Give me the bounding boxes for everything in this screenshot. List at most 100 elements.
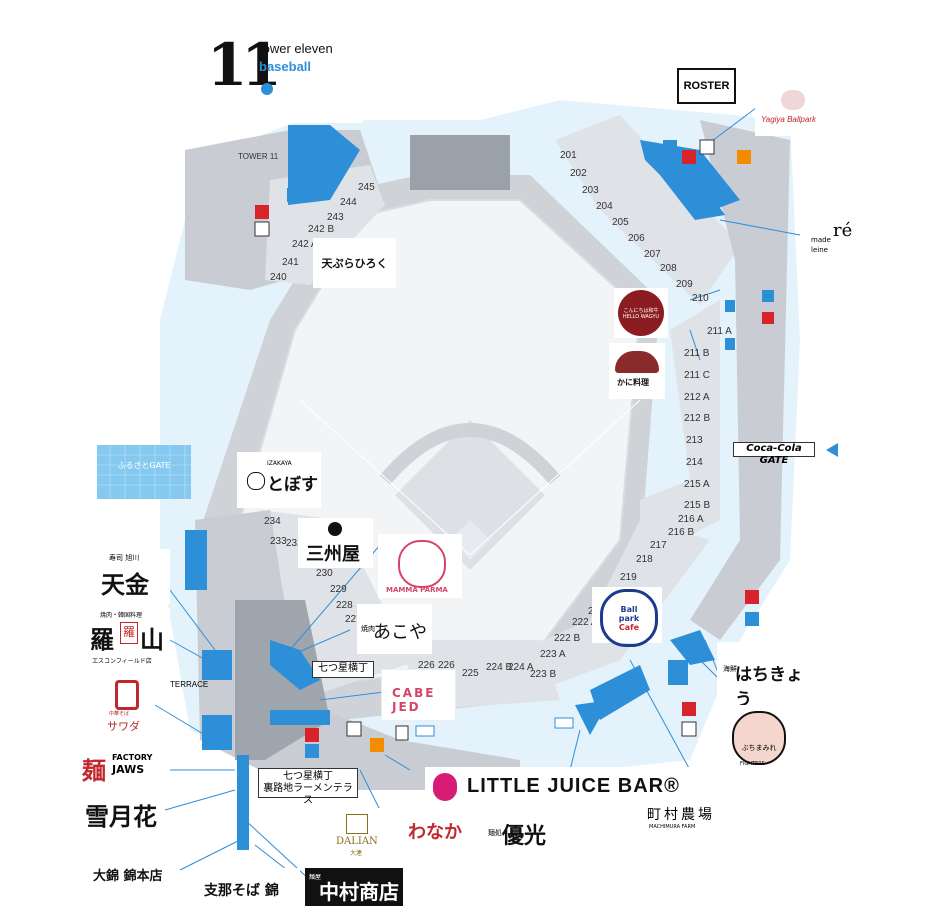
yuko-small: 麺処 xyxy=(488,829,502,837)
razan-left: 羅 xyxy=(90,625,114,654)
razan-center: 羅 xyxy=(120,622,138,644)
section-label: 224 A xyxy=(508,662,534,673)
roster-logo: ROSTER xyxy=(667,58,742,108)
dalian-sub: 大連 xyxy=(350,850,363,857)
ramen-terrace-line1: 七つ星横丁 xyxy=(283,771,333,782)
coca-cola-gate-label: Coca-Cola GATE xyxy=(733,442,815,466)
factory-jaws-logo: 麺 FACTORY JAWS xyxy=(80,747,168,785)
section-label: 215 B xyxy=(684,500,710,511)
yagiya-logo: Yagiya Ballpark xyxy=(755,84,832,136)
baseball-icon xyxy=(261,83,273,95)
buchimami-small: FIGHTERS xyxy=(740,761,765,767)
ballpark-cafe-2: park xyxy=(618,613,640,623)
section-label: 208 xyxy=(660,263,677,274)
kani-logo: かに料理 xyxy=(609,343,665,399)
mamma-parma-logo: MAMMA PARMA xyxy=(378,534,462,598)
nishiki-text: 大錦 錦本店 xyxy=(93,869,163,884)
ramen-terrace-label: 七つ星横丁 裏路地ラーメンテラス xyxy=(258,768,358,806)
tenkin-logo: 寿司 旭川 天金 xyxy=(87,549,170,604)
infield xyxy=(395,420,545,570)
section-label: 230 xyxy=(316,568,333,579)
razan-logo: 焼肉・韓国料理 羅 羅 山 エスコンフィールド店 xyxy=(86,608,170,668)
section-label: 218 xyxy=(636,554,653,565)
hachikyo-small: 海鮮 xyxy=(723,665,737,673)
section-label: 224 B xyxy=(486,662,512,673)
nishiki-logo: 大錦 錦本店 xyxy=(87,855,179,895)
ballpark-cafe-1: Ball xyxy=(620,604,638,614)
section-label: 211 A xyxy=(707,326,732,337)
terrace-label: TERRACE xyxy=(170,680,209,689)
dalian-text: DALIAN xyxy=(336,836,378,847)
section-label: 219 xyxy=(620,572,637,583)
roster-text: ROSTER xyxy=(683,80,730,92)
leine-text: leine xyxy=(811,246,828,254)
section-label: 243 xyxy=(327,212,344,223)
ramen-terrace-line2: 裏路地ラーメンテラス xyxy=(263,783,353,806)
facility-icons xyxy=(254,139,774,758)
section-label: 216 B xyxy=(668,527,694,538)
section-label: 233 xyxy=(270,536,287,547)
section-label: 216 A xyxy=(678,514,704,525)
section-label: 242 A xyxy=(292,239,318,250)
section-label: 226 xyxy=(438,660,455,671)
ballpark-cafe-logo: Ball park Cafe xyxy=(592,587,662,647)
tower-line2: baseball xyxy=(259,59,312,74)
section-label: 203 xyxy=(582,185,599,196)
machimura-text: 町村農場 xyxy=(647,807,715,823)
section-label: 202 xyxy=(570,168,587,179)
section-label: 215 A xyxy=(684,479,710,490)
aberu-logo: CABE JED xyxy=(381,669,456,721)
juice-cup-icon xyxy=(433,773,457,801)
tobosu-flame-icon xyxy=(247,472,265,490)
tenpura-hiroku-text: 天ぷらひろく xyxy=(321,257,388,270)
razan-right: 山 xyxy=(140,625,164,654)
sanmiya-logo: 三州屋 xyxy=(298,518,373,568)
kani-text: かに料理 xyxy=(617,378,649,387)
section-label: 240 xyxy=(270,272,287,283)
yuko-text: 優光 xyxy=(502,823,547,849)
sawada-text: サワダ xyxy=(107,720,140,733)
shinasoba-text: 支那そば 錦 xyxy=(204,883,279,899)
nanatsuboshi-label: 七つ星横丁 xyxy=(312,661,374,678)
section-label: 206 xyxy=(628,233,645,244)
section-label: 205 xyxy=(612,217,629,228)
wanaka-text: わなか xyxy=(408,822,462,843)
tobosu-logo: IZAKAYA とぼす xyxy=(237,452,321,508)
fan-gate-label: ふるさとGATE xyxy=(118,461,171,470)
machimura-sub: MACHIMURA FARM xyxy=(649,824,696,830)
little-juice-text: LITTLE JUICE BAR® xyxy=(467,775,680,797)
dalian-logo: DALIAN 大連 xyxy=(320,808,394,858)
re-made-leine-logo: ré made leine xyxy=(803,200,869,266)
section-label: 201 xyxy=(560,150,577,161)
foul-line-right xyxy=(469,399,641,556)
section-label: 213 xyxy=(686,435,703,446)
seats-right-mid xyxy=(640,300,720,560)
fan-gate-card xyxy=(97,445,191,499)
tenkin-top: 寿司 旭川 xyxy=(109,554,140,562)
section-label: 228 xyxy=(336,600,353,611)
section-label: 207 xyxy=(644,249,661,260)
section-label: 234 xyxy=(264,516,281,527)
section-label: 204 xyxy=(596,201,613,212)
hello-wagyu-logo: こんにちは和牛 HELLO WAGYU xyxy=(614,288,668,338)
sanmiya-crest-icon xyxy=(328,522,342,536)
tenpura-hiroku-label: 天ぷらひろく xyxy=(313,238,396,288)
section-label: 245 xyxy=(358,182,375,193)
sawada-logo: 中華そば サワダ xyxy=(95,676,155,736)
dalian-emblem-icon xyxy=(346,814,368,834)
section-label: 212 B xyxy=(684,413,710,424)
razan-bottom: エスコンフィールド店 xyxy=(92,658,152,665)
nakamura-small: 麺屋 xyxy=(309,874,322,881)
top-stand xyxy=(410,135,510,190)
re-text: ré xyxy=(833,220,853,241)
section-label: 212 A xyxy=(684,392,710,403)
made-text: made xyxy=(811,236,831,244)
section-label: 225 xyxy=(462,668,479,679)
buchimami-logo: ぶちまみれ FIGHTERS xyxy=(728,705,788,771)
sanmiya-text: 三州屋 xyxy=(306,544,360,565)
wanaka-logo: わなか xyxy=(402,806,478,852)
sawada-mark-icon xyxy=(115,680,139,710)
